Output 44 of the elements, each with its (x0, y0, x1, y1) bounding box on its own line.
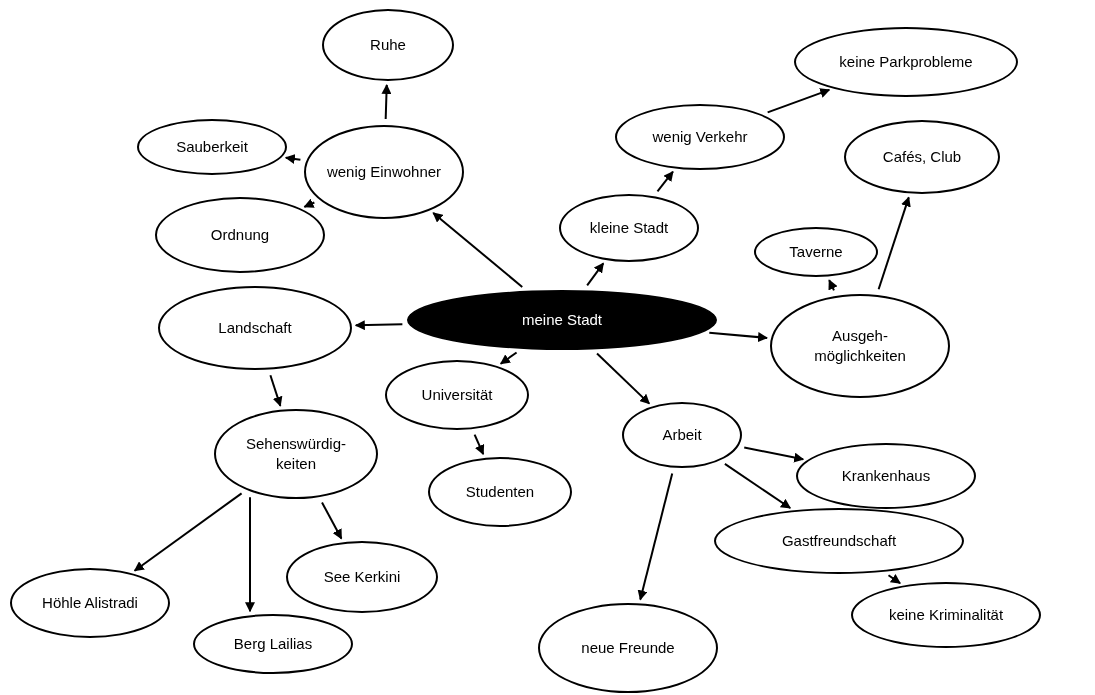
arrow (381, 84, 392, 120)
arrow (656, 170, 674, 193)
ellipse-node: Arbeit (622, 402, 742, 468)
ellipse-node: Sehenswürdig- keiten (214, 409, 378, 499)
arrow (133, 492, 243, 572)
ellipse-node: meine Stadt (407, 290, 717, 350)
ellipse-node: Gastfreundschaft (714, 508, 964, 574)
arrow (269, 374, 283, 407)
ellipse-node: See Kerkini (286, 541, 438, 613)
ellipse-node: Sauberkeit (137, 119, 287, 175)
ellipse-node: Taverne (754, 227, 878, 277)
arrow (354, 320, 404, 331)
ellipse-node: Universität (385, 360, 529, 430)
arrow (708, 331, 768, 343)
ellipse-node: Höhle Alistradi (10, 568, 170, 638)
arrow (284, 154, 302, 164)
arrow (637, 472, 674, 601)
ellipse-node: Ordnung (155, 197, 325, 273)
ellipse-node: wenig Einwohner (304, 125, 464, 219)
arrow (499, 351, 518, 365)
ellipse-node: Krankenhaus (796, 443, 976, 509)
ellipse-node: Studenten (428, 457, 572, 527)
arrow (596, 352, 651, 405)
ellipse-node: keine Parkprobleme (794, 27, 1018, 97)
arrow (321, 501, 343, 540)
ellipse-node: Ausgeh- möglichkeiten (770, 294, 950, 398)
ellipse-node: kleine Stadt (559, 194, 699, 262)
ellipse-node: wenig Verkehr (615, 104, 785, 170)
arrow (245, 496, 255, 613)
ellipse-node: neue Freunde (538, 603, 718, 693)
ellipse-node: keine Kriminalität (851, 582, 1041, 648)
ellipse-node: Ruhe (322, 9, 454, 81)
arrow (828, 279, 838, 292)
arrow (432, 211, 524, 288)
ellipse-node: Cafés, Club (844, 120, 1000, 194)
ellipse-node: Landschaft (158, 286, 352, 370)
arrow (473, 433, 485, 456)
arrow (877, 196, 911, 291)
arrow (887, 574, 902, 585)
arrow (766, 88, 831, 114)
ellipse-node: Berg Lailias (193, 614, 353, 674)
arrow (723, 462, 792, 510)
arrow (303, 198, 316, 208)
arrow (586, 262, 605, 287)
